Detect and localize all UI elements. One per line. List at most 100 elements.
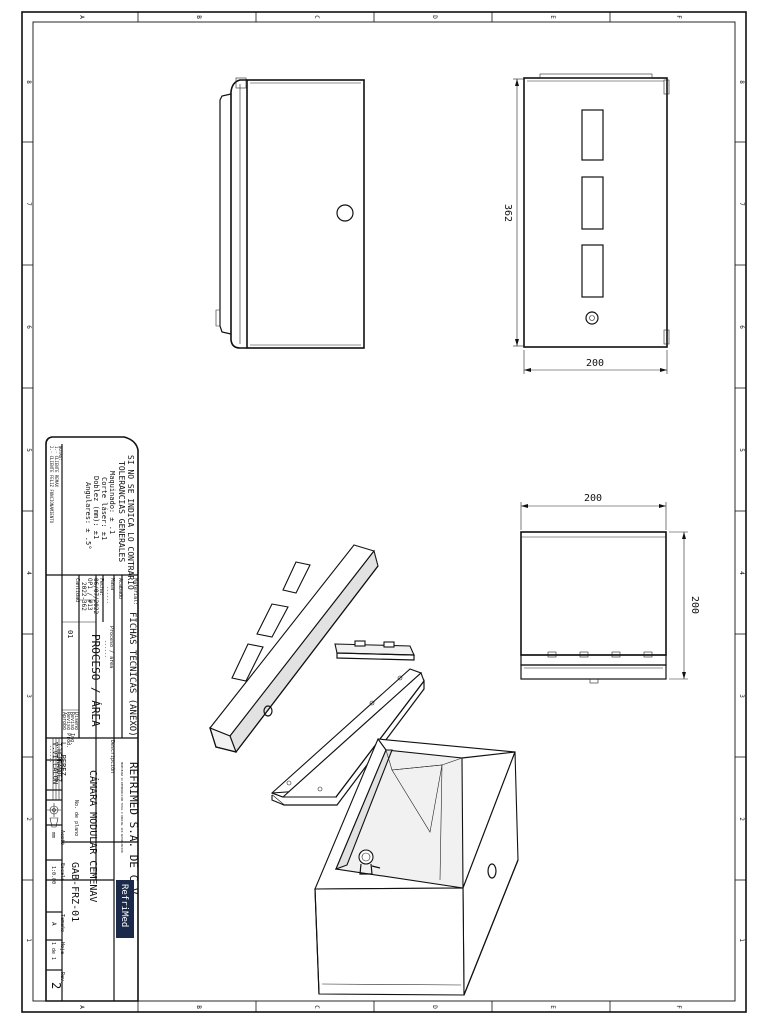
col-label-f-top: F [675, 15, 682, 19]
tb-notes-small-1: NOTAS: [58, 446, 63, 460]
tb-rev-value: 2 [49, 982, 63, 989]
front-window-1 [581, 109, 604, 161]
tb-escala-value: 1:0.00 [50, 866, 56, 884]
tb-cantidad-label: Cantidad [74, 578, 80, 602]
col-label-d-bottom: D [431, 1005, 438, 1009]
tb-tamano-value: A [50, 922, 57, 926]
tb-proceso-value: PROCESO / ÁREA [89, 634, 102, 727]
col-label-e-top: E [549, 15, 556, 19]
col-label-a-top: A [78, 15, 85, 19]
tb-tamano-label: Tamaño [59, 914, 65, 932]
tb-rev-label: Rev. [59, 972, 65, 984]
projection-symbol-icon [47, 803, 61, 828]
tb-role-reviso-prod: Revisó Prod. [65, 712, 72, 748]
row-label-5-right: 5 [738, 448, 745, 452]
tb-tolerance-line-3: Doblez (mm): ±1 [92, 476, 100, 539]
row-label-5-left: 5 [25, 448, 32, 452]
col-label-b-top: B [195, 15, 202, 19]
tb-op-value: OP1 / #13 [86, 578, 93, 611]
tb-name-1: L. PEREZ [59, 742, 67, 776]
row-label-2-left: 2 [25, 817, 32, 821]
tb-hoja-value: 1 de 1 [50, 942, 56, 960]
col-label-b-bottom: B [195, 1005, 202, 1009]
dim-front-height: 362 [502, 204, 513, 222]
col-label-e-bottom: E [549, 1005, 556, 1009]
tb-name-3: V.VILLALON [51, 742, 59, 784]
row-label-1-right: 1 [738, 938, 745, 942]
tb-tolerances-heading: TOLERANCIAS GENERALES [117, 461, 126, 562]
col-label-a-bottom: A [78, 1005, 85, 1009]
door-panel [209, 544, 379, 754]
dim-top-depth: 200 [689, 596, 700, 614]
tb-notes-small-3: 2.- CLIENTE FELIZ FUNCIONAMIENTO [49, 446, 54, 524]
col-label-d-top: D [431, 15, 438, 19]
tb-role-diseno: Diseño [73, 712, 79, 730]
tb-notes-heading: SI NO SE INDICA LO CONTRARIO [126, 455, 135, 590]
row-label-3-right: 3 [738, 694, 745, 698]
top-view: 200 200 [520, 493, 700, 684]
tb-hoja-label: Hoja [59, 942, 65, 954]
row-label-8-right: 8 [738, 80, 745, 84]
side-knockout-hole [487, 863, 497, 879]
isometric-exploded-view [209, 544, 519, 996]
tb-tolerance-line-2: Corte láser: ±1 [100, 477, 108, 540]
row-label-6-left: 6 [25, 325, 32, 329]
tb-role-aprobo: Aprobó [61, 712, 68, 730]
side-view [215, 77, 365, 349]
tb-descripcion-label: Descripción [109, 740, 116, 773]
col-label-f-bottom: F [675, 1005, 682, 1009]
col-label-c-bottom: C [313, 1005, 320, 1009]
row-label-4-left: 4 [25, 571, 32, 575]
row-label-8-left: 8 [25, 80, 32, 84]
tb-acot-value: mm [50, 832, 56, 838]
row-label-4-right: 4 [738, 571, 745, 575]
title-block: SI NO SE INDICA LO CONTRARIO TOLERANCIAS… [45, 436, 140, 1002]
tb-name-4: ------ [47, 745, 53, 763]
column-zone-ticks [137, 12, 611, 1012]
row-label-3-left: 3 [25, 694, 32, 698]
company-logo: RefriMed [116, 880, 134, 938]
tb-acot-label: Acotó [59, 830, 66, 845]
tb-proceso-dash: ------ [102, 640, 108, 658]
tb-description-value: CÁMARA MODULAR CEMENAV [87, 770, 100, 902]
hinge-strip [334, 640, 415, 661]
tb-company-small: PROHIBIDA SU REPRODUCCIÓN TOTAL O PARCIA… [120, 762, 125, 853]
tb-masa-value: ------ [104, 586, 110, 604]
tb-cantidad-value: 01 [66, 630, 74, 638]
tb-name-2: J.HERNANDEZ [55, 742, 62, 782]
tb-material-label: Material: [132, 578, 138, 605]
tb-proceso-label: Proceso / área [108, 626, 115, 668]
latch-assembly [358, 849, 381, 875]
tb-masa-label: Masa [109, 578, 115, 590]
back-plate [270, 668, 425, 806]
front-window-3 [581, 244, 604, 298]
tb-no-plano-label: No. de plano [73, 800, 79, 836]
front-window-2 [581, 176, 604, 230]
col-label-c-top: C [313, 15, 320, 19]
front-view: 362 200 [502, 73, 670, 374]
tb-escala-label: Escala [59, 863, 65, 881]
enclosure-box [314, 738, 519, 996]
row-label-7-right: 7 [738, 202, 745, 206]
row-zone-ticks [22, 141, 746, 881]
lock-icon [585, 311, 599, 325]
row-label-2-right: 2 [738, 817, 745, 821]
dim-top-width: 200 [584, 493, 602, 504]
row-label-1-left: 1 [25, 938, 32, 942]
dim-front-width: 200 [586, 358, 604, 369]
row-label-6-right: 6 [738, 325, 745, 329]
tb-folio-value: 2022-362 [80, 582, 87, 611]
tb-material-value: FICHAS TÉCNICAS (ANEXO) [127, 612, 139, 737]
tb-plano-value: GAB-FRZ-01 [69, 862, 80, 922]
tb-role-reviso-ing: Revisó Ing. [69, 712, 76, 745]
tb-fecha-label: Fecha: [98, 578, 104, 596]
tb-acabado-label: Acabado [117, 578, 123, 599]
tb-company-name: REFRIMED S.A. DE C.V. [127, 762, 140, 901]
tb-notes-small-2: 1.- CLIENTE REMAX [54, 446, 59, 488]
row-label-7-left: 7 [25, 202, 32, 206]
handle-hole-side [336, 204, 354, 222]
tb-fecha-value: 06/07/2022 [92, 578, 99, 615]
inner-frame [32, 21, 736, 1002]
logo-text: RefriMed [119, 884, 129, 927]
